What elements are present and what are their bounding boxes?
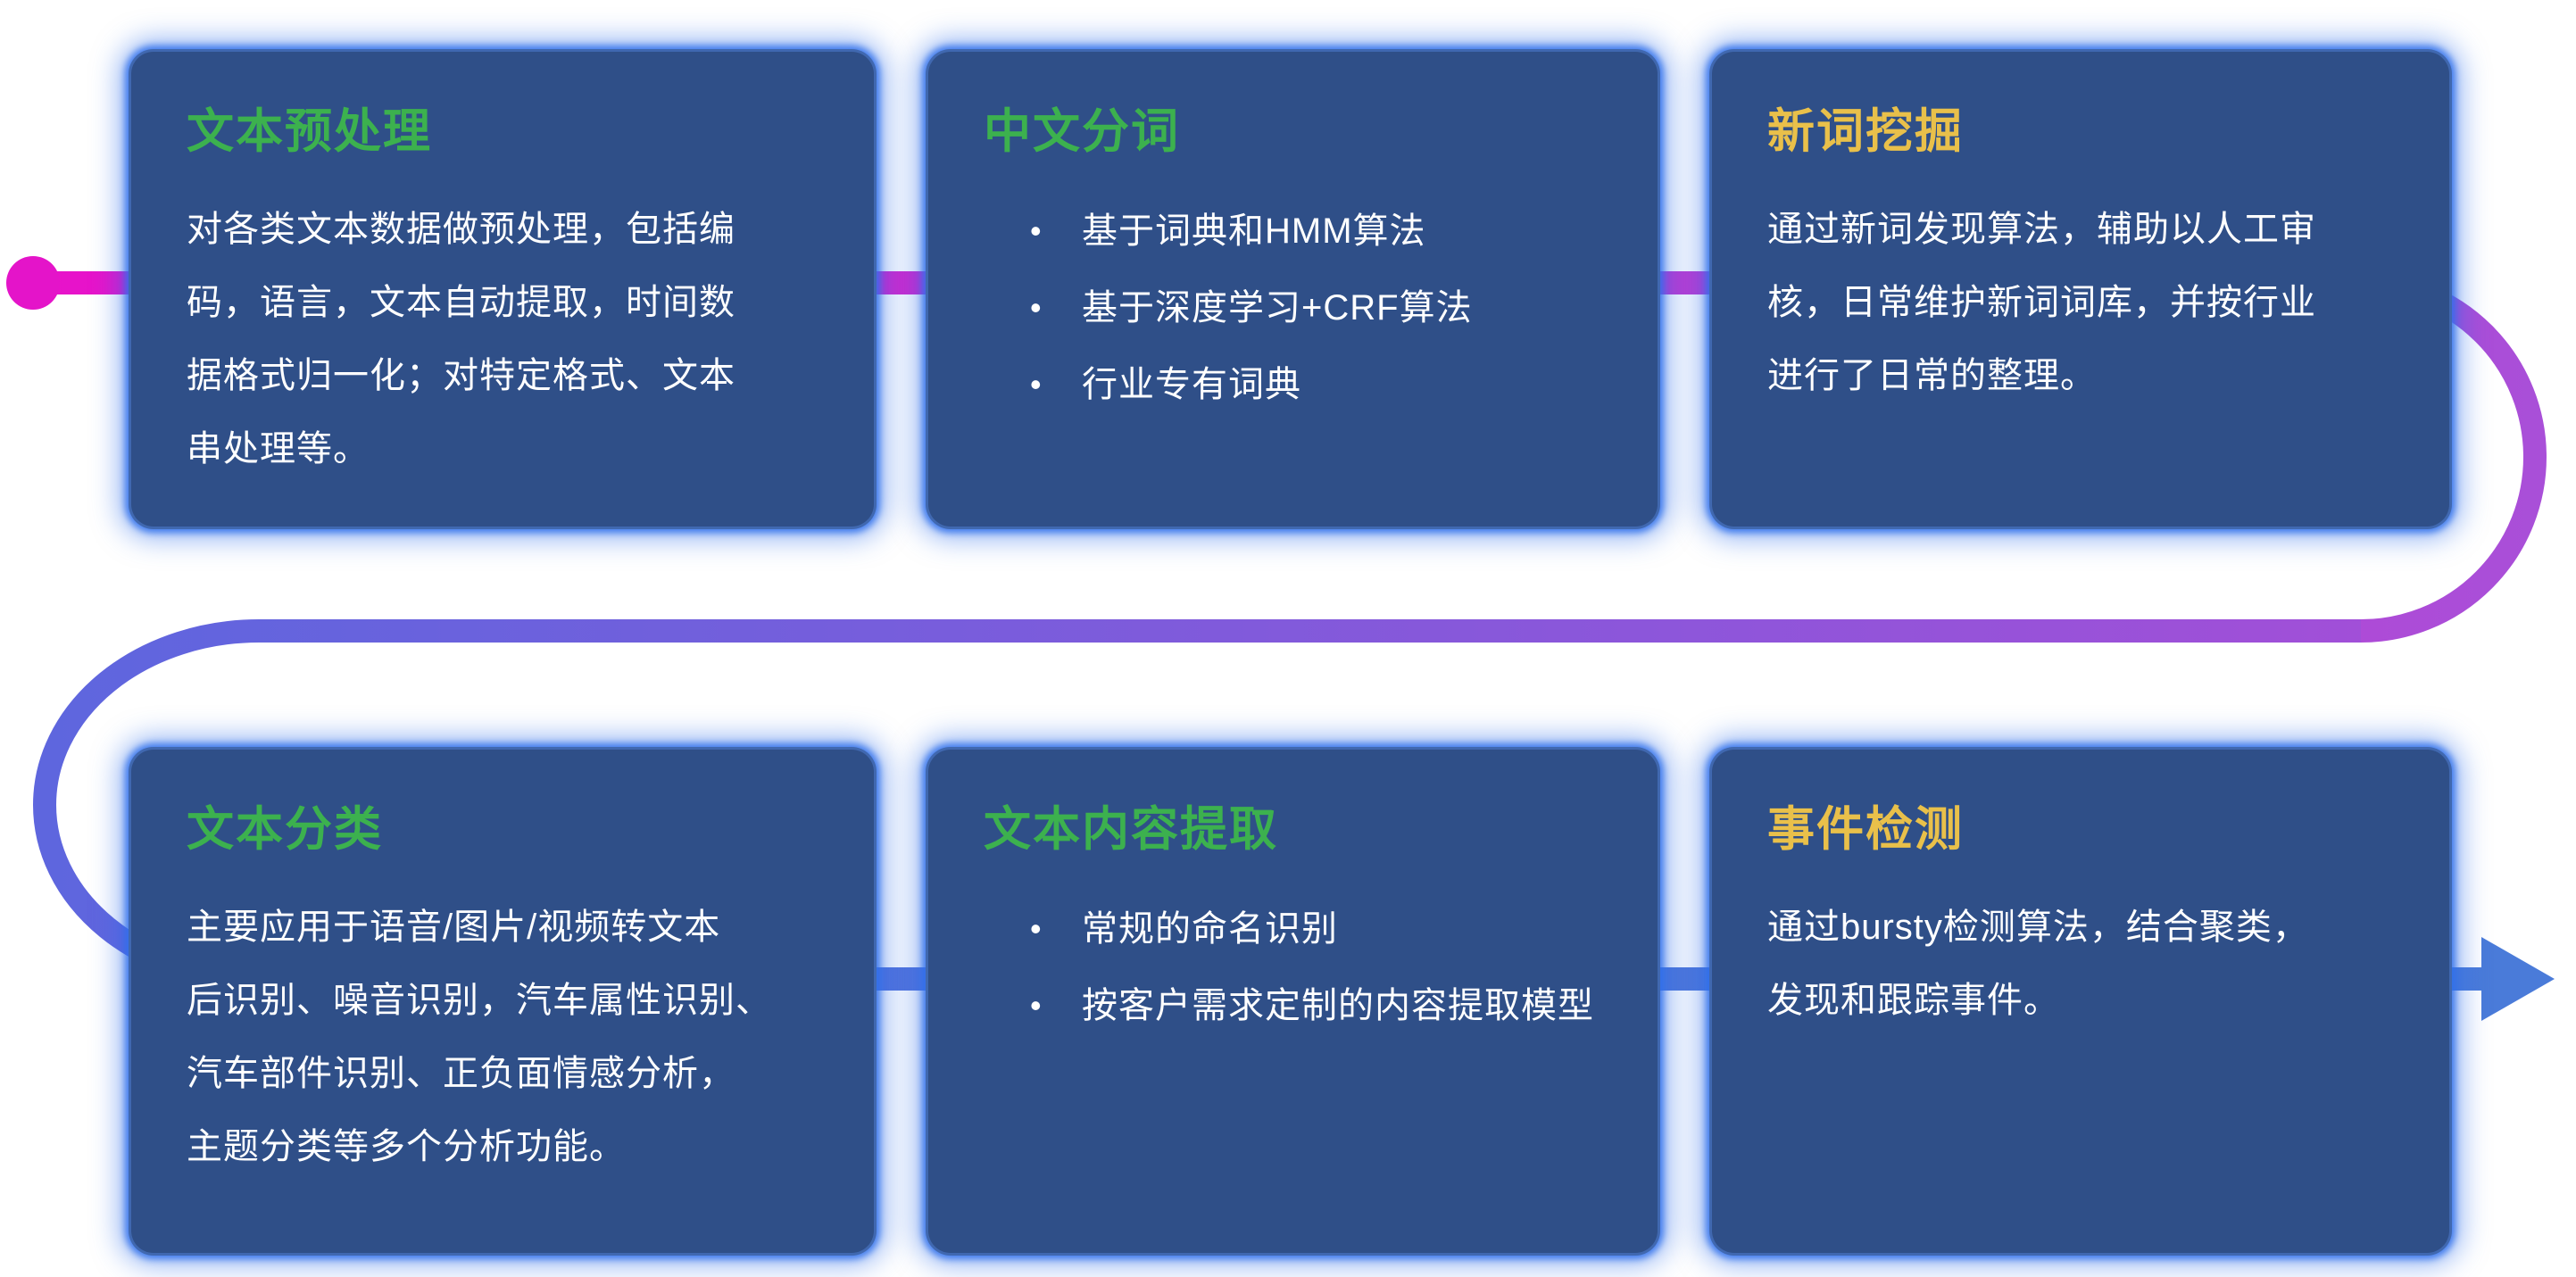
card-event-detection: 事件检测 通过bursty检测算法，结合聚类， 发现和跟踪事件。 [1709,747,2452,1256]
bullet-list: 基于词典和HMM算法 基于深度学习+CRF算法 行业专有词典 [984,193,1609,423]
bullet-list: 常规的命名识别 按客户需求定制的内容提取模型 [984,891,1609,1044]
bullet-item: 基于深度学习+CRF算法 [984,269,1609,346]
card-title: 新词挖掘 [1767,105,1964,158]
card-title: 文本内容提取 [984,803,1278,856]
flow-start-dot [6,256,60,310]
bullet-item: 常规的命名识别 [984,891,1609,967]
card-new-word-mining: 新词挖掘 通过新词发现算法，辅助以人工审 核，日常维护新词词库，并按行业 进行了… [1709,49,2452,529]
card-body: 通过新词发现算法，辅助以人工审 核，日常维护新词词库，并按行业 进行了日常的整理… [1767,210,2316,395]
card-body: 主要应用于语音/图片/视频转文本 后识别、噪音识别，汽车属性识别、 汽车部件识别… [187,908,772,1166]
card-chinese-word-segmentation: 中文分词 基于词典和HMM算法 基于深度学习+CRF算法 行业专有词典 [926,49,1660,529]
card-title: 事件检测 [1767,803,1964,856]
card-text-classification: 文本分类 主要应用于语音/图片/视频转文本 后识别、噪音识别，汽车属性识别、 汽… [129,747,877,1256]
card-text-content-extraction: 文本内容提取 常规的命名识别 按客户需求定制的内容提取模型 [926,747,1660,1256]
card-body: 通过bursty检测算法，结合聚类， 发现和跟踪事件。 [1767,908,2309,1020]
card-title: 文本分类 [187,803,383,856]
card-text-preprocessing: 文本预处理 对各类文本数据做预处理，包括编 码，语言，文本自动提取，时间数 据格… [129,49,877,529]
arrow-right-icon [2481,937,2555,1021]
bullet-item: 行业专有词典 [984,346,1609,423]
feature-row-top: 文本预处理 对各类文本数据做预处理，包括编 码，语言，文本自动提取，时间数 据格… [129,49,2452,529]
card-body: 对各类文本数据做预处理，包括编 码，语言，文本自动提取，时间数 据格式归一化；对… [187,210,735,469]
feature-row-bottom: 文本分类 主要应用于语音/图片/视频转文本 后识别、噪音识别，汽车属性识别、 汽… [129,747,2452,1256]
bullet-item: 按客户需求定制的内容提取模型 [984,967,1609,1044]
card-title: 中文分词 [984,105,1180,158]
card-title: 文本预处理 [187,105,432,158]
bullet-item: 基于词典和HMM算法 [984,193,1609,269]
